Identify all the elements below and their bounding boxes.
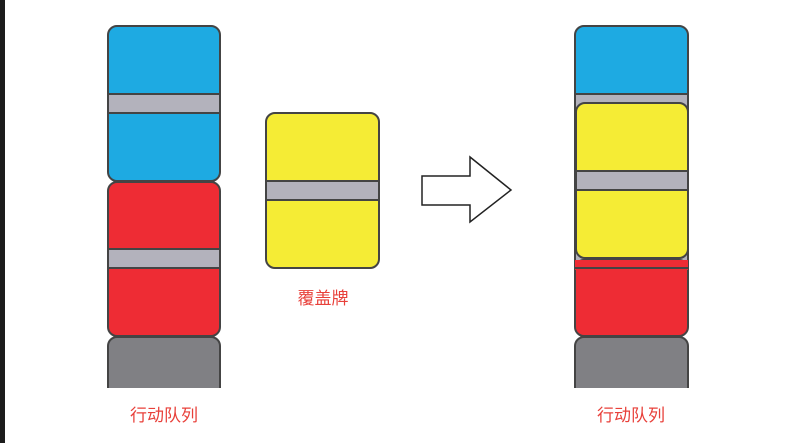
red-card <box>574 259 689 337</box>
arrow-right-icon <box>421 155 513 224</box>
card-band <box>107 93 221 114</box>
card-band <box>265 180 380 201</box>
card-band <box>575 170 689 191</box>
window-edge <box>0 0 5 443</box>
gray-card <box>574 336 689 388</box>
card-band <box>107 248 221 269</box>
left-queue <box>107 25 221 388</box>
cover-card-label: 覆盖牌 <box>297 289 349 309</box>
gray-card <box>107 336 221 388</box>
left-queue-label: 行动队列 <box>130 406 198 426</box>
right-queue <box>574 25 689 388</box>
cover-card <box>265 112 380 269</box>
right-queue-label: 行动队列 <box>597 406 665 426</box>
